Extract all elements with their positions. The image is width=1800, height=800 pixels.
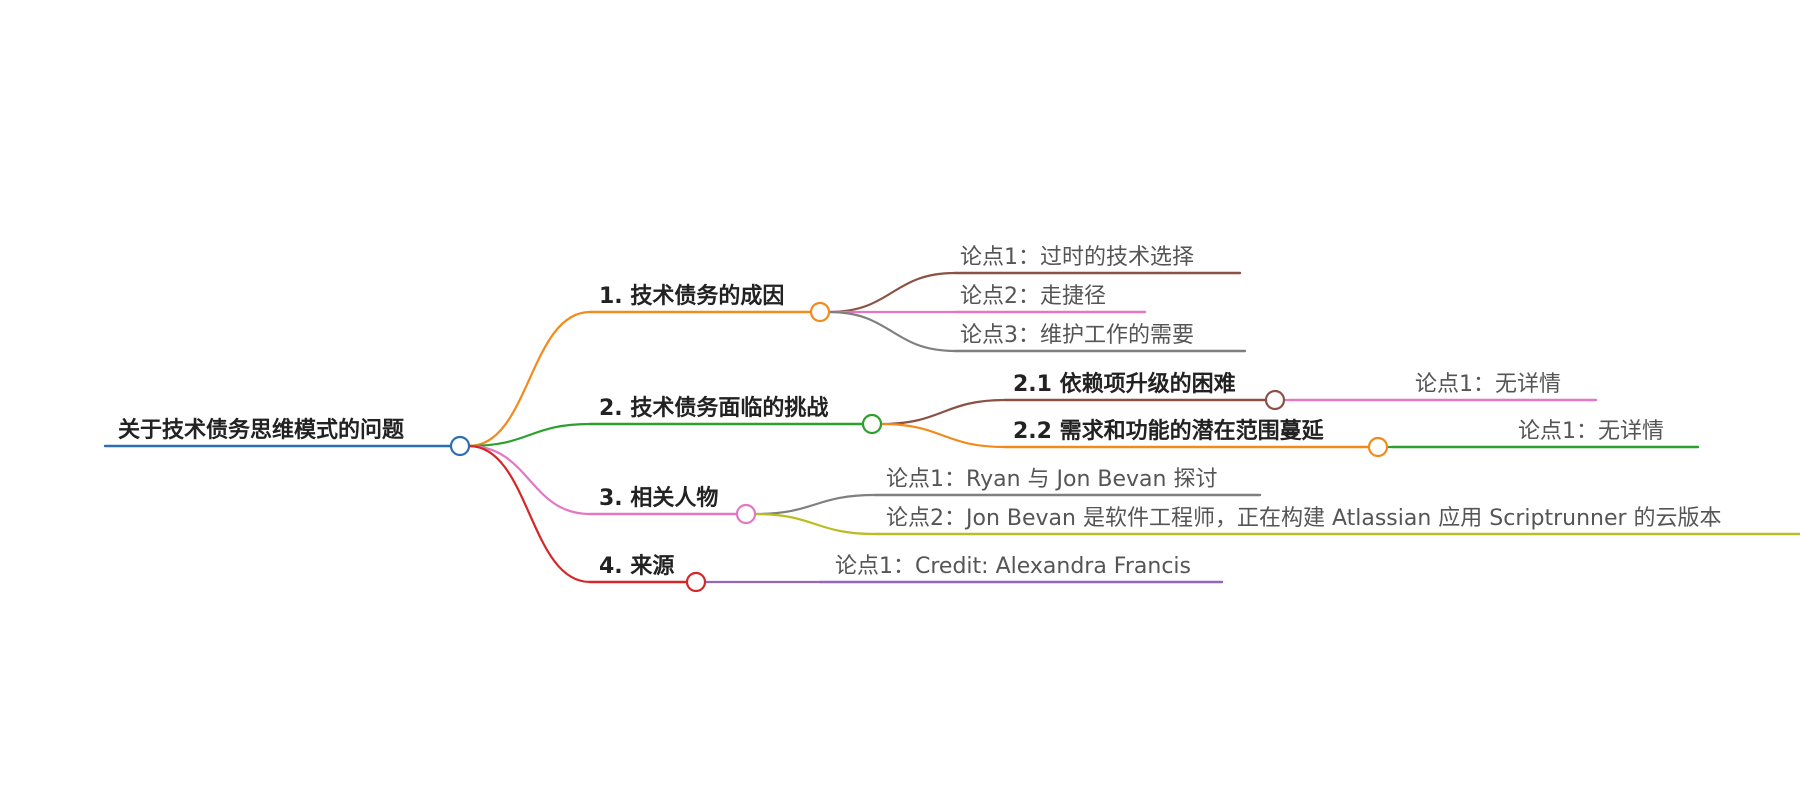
leaf-maintenance[interactable]: 论点3：维护工作的需要 xyxy=(960,323,1194,348)
sub-scope-creep[interactable]: 2.2 需求和功能的潜在范围蔓延 xyxy=(1013,419,1324,444)
connector xyxy=(754,493,876,516)
branch-source[interactable]: 4. 来源 xyxy=(599,554,675,579)
sub-dependency-upgrade[interactable]: 2.1 依赖项升级的困难 xyxy=(1013,372,1236,397)
root-topic[interactable]: 关于技术债务思维模式的问题 xyxy=(118,418,405,443)
connector xyxy=(828,271,956,314)
node-toggle[interactable] xyxy=(735,503,757,525)
branch-causes[interactable]: 1. 技术债务的成因 xyxy=(599,284,785,309)
connector xyxy=(880,398,1006,426)
leaf-no-detail-2[interactable]: 论点1：无详情 xyxy=(1518,419,1664,444)
branch-people[interactable]: 3. 相关人物 xyxy=(599,486,719,511)
node-toggle[interactable] xyxy=(1367,436,1389,458)
connector xyxy=(468,310,591,448)
node-toggle[interactable] xyxy=(449,435,471,457)
leaf-shortcuts[interactable]: 论点2：走捷径 xyxy=(960,284,1106,309)
leaf-credit[interactable]: 论点1：Credit: Alexandra Francis xyxy=(835,554,1191,579)
leaf-ryan-jon[interactable]: 论点1：Ryan 与 Jon Bevan 探讨 xyxy=(886,467,1218,492)
connector xyxy=(468,422,591,448)
leaf-outdated-tech[interactable]: 论点1：过时的技术选择 xyxy=(960,245,1194,270)
node-toggle[interactable] xyxy=(809,301,831,323)
node-toggle[interactable] xyxy=(685,571,707,593)
connector xyxy=(828,310,956,353)
node-toggle[interactable] xyxy=(1264,389,1286,411)
connector xyxy=(754,512,876,536)
branch-challenges[interactable]: 2. 技术债务面临的挑战 xyxy=(599,396,829,421)
connector xyxy=(468,444,591,516)
leaf-jon-bevan[interactable]: 论点2：Jon Bevan 是软件工程师，正在构建 Atlassian 应用 S… xyxy=(886,506,1722,531)
connector xyxy=(880,422,1006,449)
connector xyxy=(468,444,591,584)
node-toggle[interactable] xyxy=(861,413,883,435)
leaf-no-detail-1[interactable]: 论点1：无详情 xyxy=(1415,372,1561,397)
